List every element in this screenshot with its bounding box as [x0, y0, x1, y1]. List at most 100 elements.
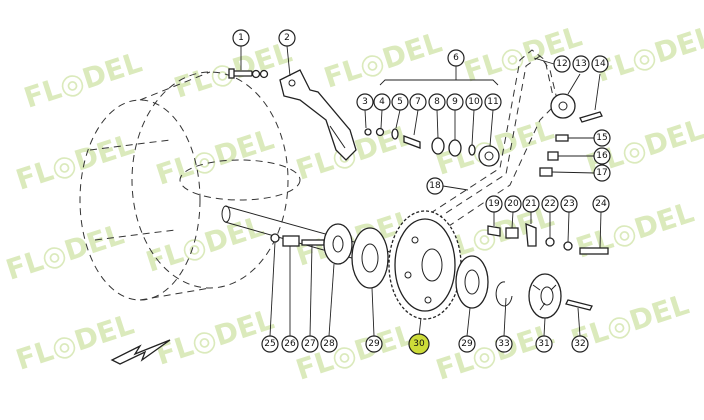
callout-28[interactable]: 28 [320, 335, 338, 353]
callout-29-right[interactable]: 29 [458, 335, 476, 353]
callout-12[interactable]: 12 [553, 55, 571, 73]
callout-25[interactable]: 25 [261, 335, 279, 353]
callout-label: 25 [264, 339, 275, 349]
callout-3[interactable]: 3 [356, 93, 374, 111]
bolt-part-1 [231, 70, 253, 77]
callout-14[interactable]: 14 [591, 55, 609, 73]
callout-label: 12 [556, 59, 567, 69]
callout-7[interactable]: 7 [409, 93, 427, 111]
callout-label: 30 [413, 339, 425, 349]
callout-29-left[interactable]: 29 [365, 335, 383, 353]
washer-part-10 [468, 144, 476, 156]
callout-32[interactable]: 32 [571, 335, 589, 353]
callout-27[interactable]: 27 [301, 335, 319, 353]
right-small-parts [487, 223, 609, 255]
callout-31[interactable]: 31 [535, 335, 553, 353]
callout-13[interactable]: 13 [572, 55, 590, 73]
callout-label: 19 [488, 199, 500, 209]
callout-label: 3 [362, 97, 368, 107]
callout-23[interactable]: 23 [560, 195, 578, 213]
watermark-text: FL◎DEL [320, 26, 446, 95]
bolt-head [228, 68, 235, 79]
callout-18[interactable]: 18 [426, 177, 444, 195]
large-sprocket-part-30 [388, 210, 462, 320]
callout-20[interactable]: 20 [504, 195, 522, 213]
callout-6[interactable]: 6 [447, 49, 465, 67]
callout-label: 32 [574, 339, 585, 349]
callout-5[interactable]: 5 [391, 93, 409, 111]
watermark-text: FL◎DEL [292, 118, 418, 187]
callout-label: 16 [596, 151, 608, 161]
circlip-part-33 [495, 281, 513, 307]
watermark-text: FL◎DEL [12, 308, 138, 377]
disc-part-29-left [351, 227, 389, 289]
clip-part-16 [547, 151, 559, 161]
washer-part-23 [563, 241, 573, 251]
callout-30-highlighted[interactable]: 30 [408, 333, 430, 355]
callout-15[interactable]: 15 [593, 129, 611, 147]
callout-label: 11 [487, 97, 498, 107]
callout-label: 13 [575, 59, 586, 69]
watermark-text: FL◎DEL [2, 218, 128, 287]
watermark-text: FL◎DEL [592, 20, 704, 89]
bracket-assembly [228, 68, 357, 161]
callout-label: 5 [397, 97, 403, 107]
callout-22[interactable]: 22 [541, 195, 559, 213]
sprocket-body [394, 218, 456, 312]
callout-19[interactable]: 19 [485, 195, 503, 213]
washer-part-25 [270, 233, 280, 243]
watermark-text: FL◎DEL [20, 46, 146, 115]
watermark-text: FL◎DEL [152, 303, 278, 372]
callout-label: 28 [323, 339, 335, 349]
callout-2[interactable]: 2 [278, 29, 296, 47]
arm-part-21 [525, 223, 537, 247]
link-part-17 [539, 167, 553, 177]
callout-4[interactable]: 4 [373, 93, 391, 111]
callout-9[interactable]: 9 [446, 93, 464, 111]
watermark-text: FL◎DEL [152, 123, 278, 192]
pin-part-7 [403, 135, 421, 149]
callout-11[interactable]: 11 [484, 93, 502, 111]
callout-label: 29 [368, 339, 380, 349]
nut-part-22 [545, 237, 555, 247]
friction-disc-left [351, 227, 389, 289]
callout-26[interactable]: 26 [281, 335, 299, 353]
callout-label: 27 [304, 339, 315, 349]
callout-8[interactable]: 8 [428, 93, 446, 111]
callout-label: 24 [595, 199, 607, 209]
bolt-part-3 [364, 128, 372, 136]
callout-label: 15 [596, 133, 607, 143]
pin-part-14 [579, 111, 603, 123]
callout-17[interactable]: 17 [593, 164, 611, 182]
sprocket-part-11 [478, 145, 500, 167]
hub-part-28 [323, 223, 353, 265]
spring-part-15 [555, 134, 569, 142]
callout-33[interactable]: 33 [495, 335, 513, 353]
disc-part-29-right [455, 255, 489, 309]
callout-label: 6 [453, 53, 459, 63]
callout-label: 33 [498, 339, 509, 349]
spring-part-20 [505, 227, 519, 239]
callout-21[interactable]: 21 [522, 195, 540, 213]
pin-part-19 [487, 225, 501, 237]
callout-label: 20 [507, 199, 519, 209]
callout-10[interactable]: 10 [465, 93, 483, 111]
bracket-part-2 [279, 69, 357, 161]
shaft-parts [270, 223, 353, 265]
watermark-text: FL◎DEL [12, 128, 138, 197]
pin-part-32 [565, 299, 593, 311]
callout-label: 31 [538, 339, 549, 349]
watermark-text: FL◎DEL [460, 20, 586, 89]
callout-label: 18 [429, 181, 441, 191]
callout-1[interactable]: 1 [232, 29, 250, 47]
bolt-part-24 [579, 247, 609, 255]
spring-part-26 [282, 235, 300, 247]
callout-24[interactable]: 24 [592, 195, 610, 213]
washer [251, 69, 261, 79]
callout-16[interactable]: 16 [593, 147, 611, 165]
tensioner-sprocket [550, 93, 603, 123]
friction-disc-right [455, 255, 489, 309]
washer-part-4 [375, 127, 385, 137]
callout-label: 8 [434, 97, 440, 107]
